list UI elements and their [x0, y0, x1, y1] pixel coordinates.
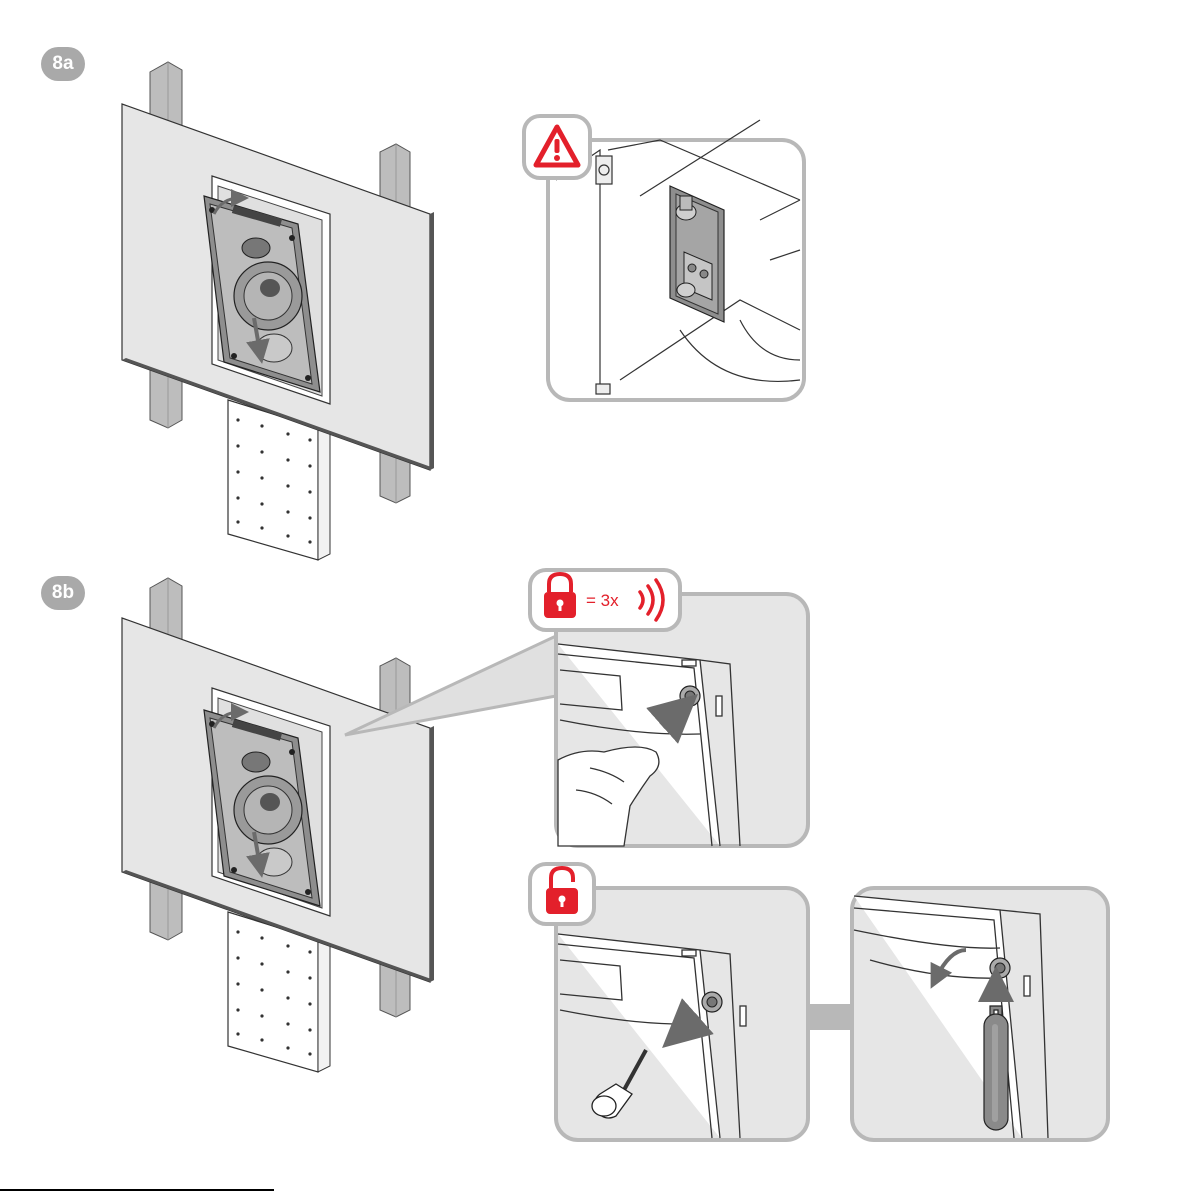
unlock-tab: [530, 864, 594, 924]
spanner-tool: [984, 1006, 1008, 1130]
step-8b-illustration: [122, 578, 556, 1072]
lock-screw: [680, 686, 700, 706]
warning-detail-panel: [524, 116, 804, 400]
lock-tab: = 3x: [530, 570, 680, 630]
zoom-callout-wedge: [345, 636, 556, 735]
unlock-screwdriver-panel: [530, 864, 808, 1140]
lock-count-label: = 3x: [586, 591, 619, 610]
panel-connector: [806, 1004, 856, 1030]
lock-screw: [990, 958, 1010, 978]
unlock-spanner-panel: [852, 888, 1108, 1140]
warning-tab: [524, 116, 590, 178]
step-8a-illustration: [122, 62, 434, 560]
lock-screw: [702, 992, 722, 1012]
terminal-plate: [670, 186, 724, 322]
lock-detail-panel: = 3x: [530, 570, 808, 846]
